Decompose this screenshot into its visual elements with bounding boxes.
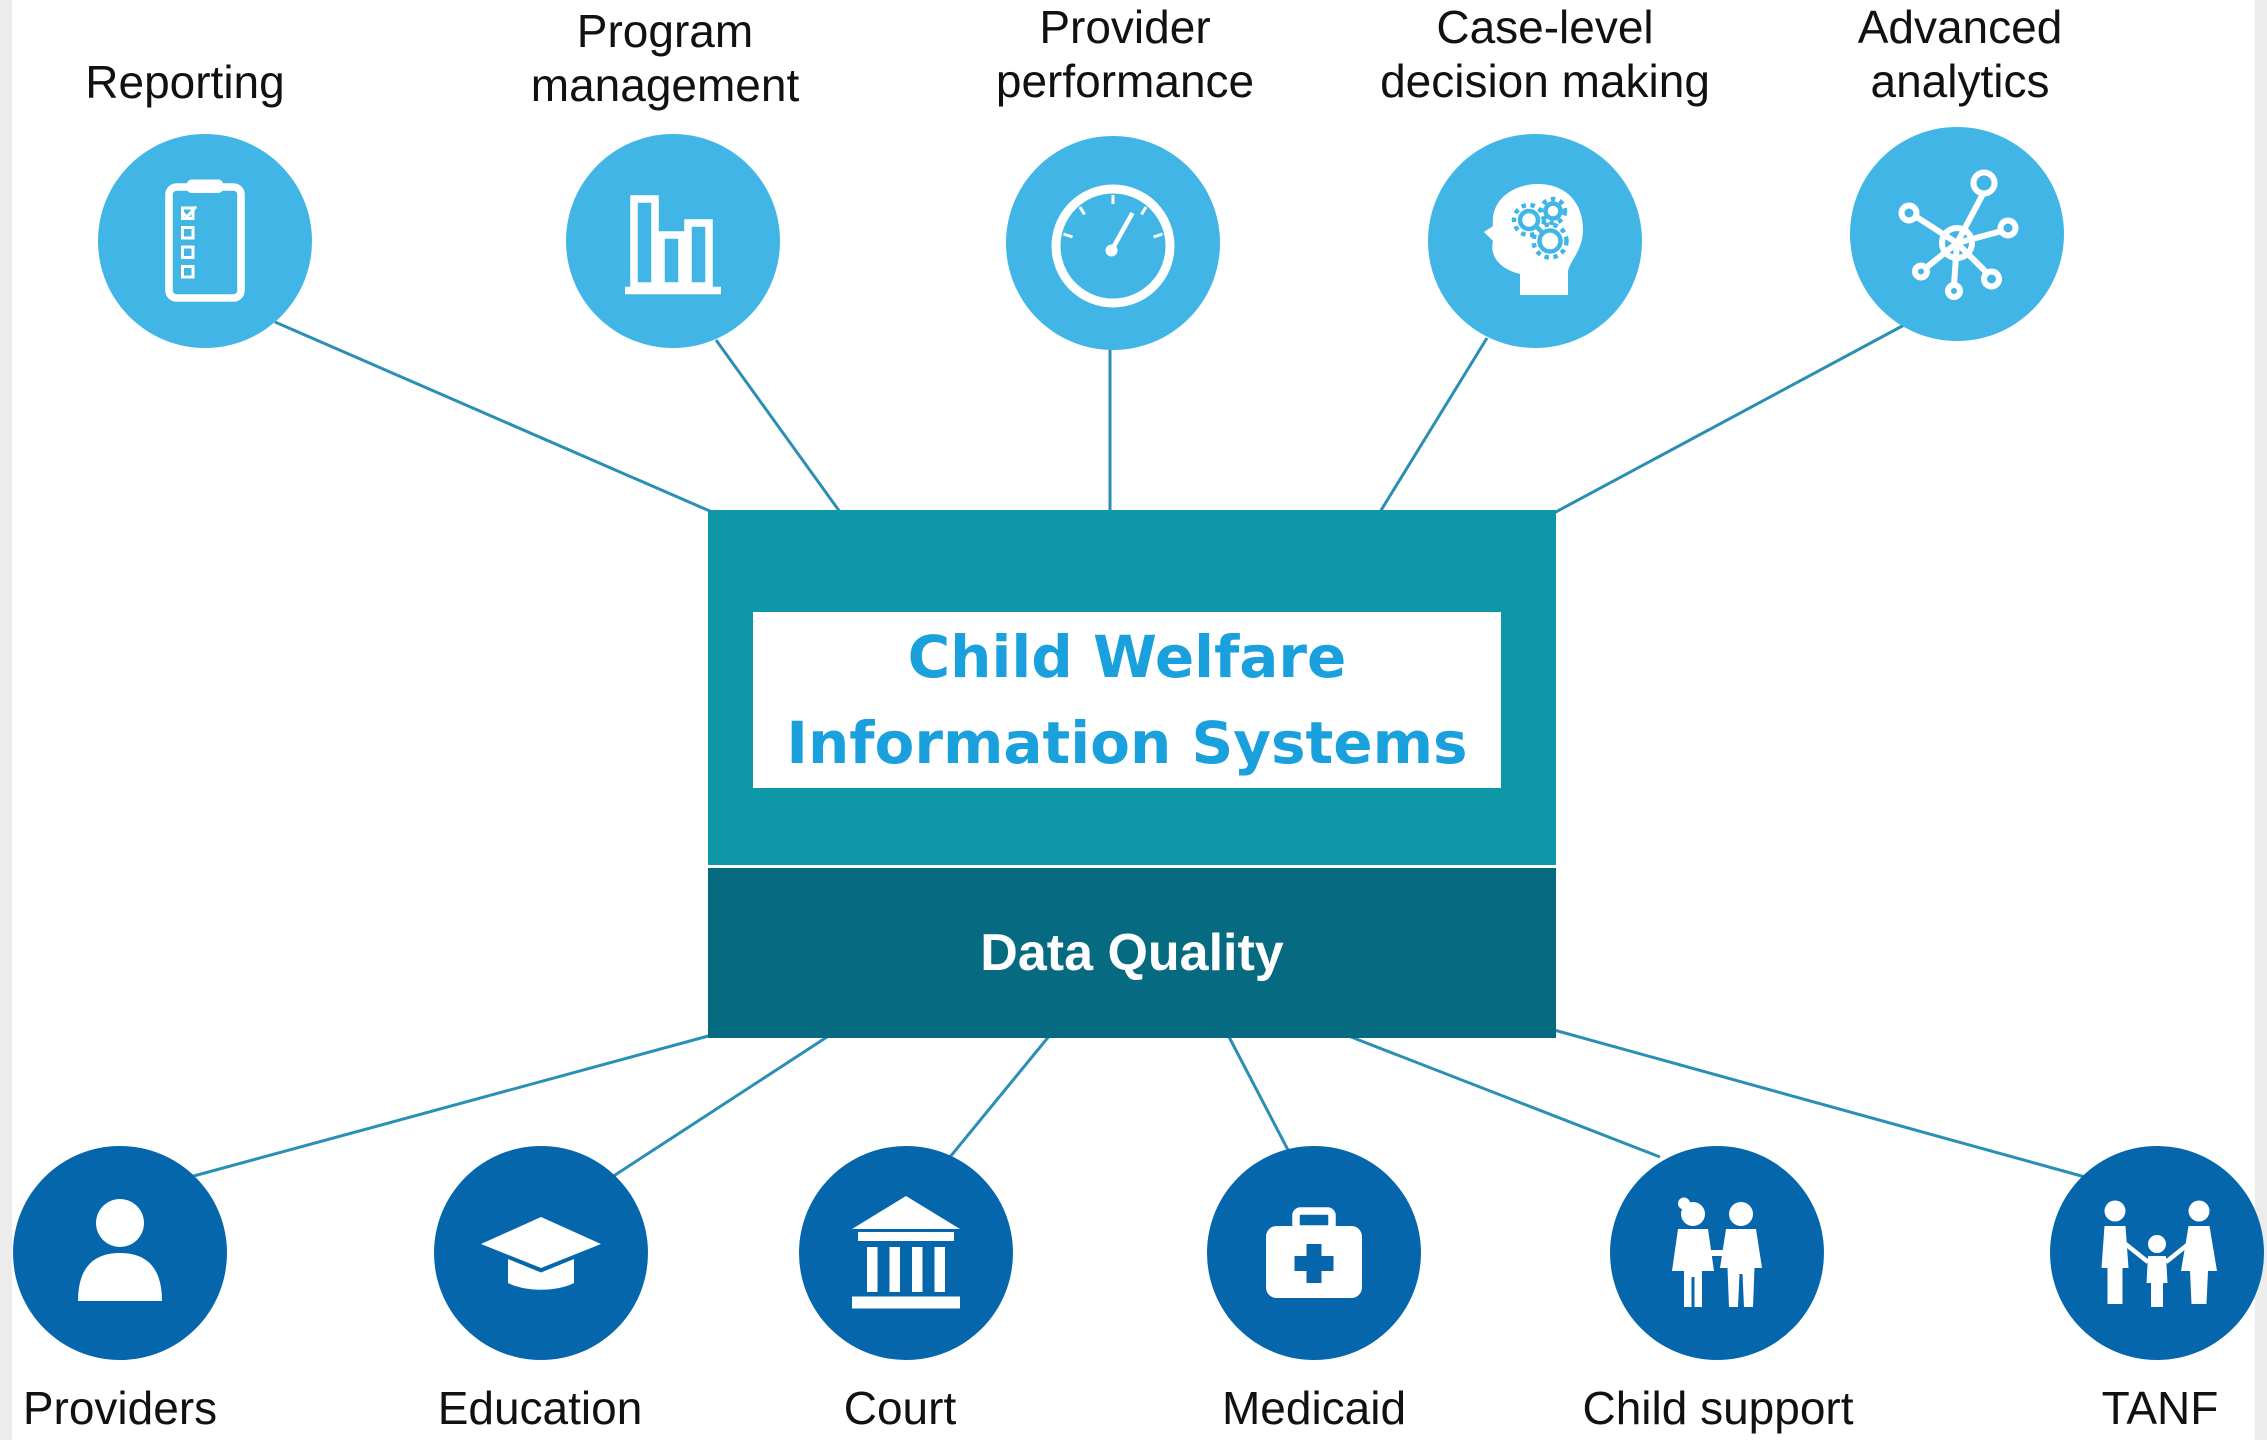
medical-kit-icon	[1266, 1207, 1362, 1298]
reporting-circle	[98, 134, 312, 348]
medicaid-circle	[1207, 1146, 1421, 1360]
output-label-line: Program	[576, 5, 754, 57]
input-label-tanf: TANF	[2060, 1381, 2260, 1435]
hub-title-line-2: Information Systems	[786, 709, 1468, 777]
output-label-reporting: Reporting	[60, 55, 310, 109]
output-label-line: Case-level	[1436, 1, 1654, 53]
head-gears-icon	[1484, 184, 1583, 295]
output-label-line: management	[530, 59, 800, 111]
connector-child-support	[1345, 1033, 1661, 1159]
output-label-line: performance	[995, 55, 1255, 107]
connector-medicaid	[1226, 1034, 1290, 1151]
connector-education	[611, 1033, 831, 1179]
input-label-court: Court	[800, 1381, 1000, 1435]
output-label-line: Provider	[1039, 1, 1211, 53]
connector-advanced-analytics	[1551, 322, 1907, 516]
children-icon	[1672, 1197, 1762, 1307]
output-label-case-level-decision-making: Case-level decision making	[1365, 0, 1725, 108]
provider-performance-circle	[1006, 136, 1220, 350]
output-label-line: Advanced	[1857, 1, 2063, 53]
graduation-cap-icon	[481, 1217, 601, 1290]
providers-circle	[13, 1146, 227, 1360]
connector-court	[948, 1034, 1052, 1158]
education-circle	[434, 1146, 648, 1360]
left-margin-strip	[0, 0, 12, 1440]
connector-case-level	[1378, 337, 1489, 513]
output-label-line: decision making	[1380, 55, 1710, 107]
network-nodes-icon	[1898, 169, 2019, 300]
input-label-text: Court	[843, 1382, 957, 1434]
advanced-analytics-circle	[1850, 127, 2064, 341]
input-label-providers: Providers	[0, 1381, 240, 1435]
bar-chart-icon	[625, 195, 721, 295]
right-margin-strip	[2255, 0, 2267, 1440]
child-support-circle	[1610, 1146, 1824, 1360]
clipboard-checklist-icon	[165, 179, 245, 302]
connector-tanf	[1553, 1028, 2086, 1179]
input-label-text: TANF	[2101, 1382, 2219, 1434]
person-icon	[78, 1199, 162, 1301]
input-label-text: Child support	[1582, 1382, 1854, 1434]
case-level-decision-circle	[1428, 134, 1642, 348]
input-label-text: Medicaid	[1221, 1382, 1407, 1434]
input-label-medicaid: Medicaid	[1194, 1381, 1434, 1435]
output-label-advanced-analytics: Advanced analytics	[1830, 0, 2090, 108]
input-label-child-support: Child support	[1568, 1381, 1868, 1435]
input-label-education: Education	[420, 1381, 660, 1435]
connector-providers	[189, 1033, 713, 1179]
hub-title-line-1: Child Welfare	[907, 623, 1347, 691]
gauge-icon	[1051, 184, 1175, 308]
input-label-text: Providers	[22, 1382, 218, 1434]
connector-reporting	[274, 320, 713, 514]
tanf-circle	[2050, 1146, 2264, 1360]
data-quality-bar: Data Quality	[708, 868, 1556, 1038]
output-label-line: analytics	[1870, 55, 2050, 107]
family-icon	[2101, 1200, 2217, 1307]
data-quality-label: Data Quality	[980, 924, 1284, 982]
program-management-circle	[566, 134, 780, 348]
connector-program-management	[714, 339, 842, 513]
court-circle	[799, 1146, 1013, 1360]
input-label-text: Education	[437, 1382, 643, 1434]
output-label-provider-performance: Provider performance	[975, 0, 1275, 108]
courthouse-icon	[852, 1196, 960, 1309]
output-label-program-management: Program management	[515, 4, 815, 112]
hub-title-box: Child Welfare Information Systems	[753, 612, 1501, 788]
output-label-line: Reporting	[85, 56, 285, 108]
